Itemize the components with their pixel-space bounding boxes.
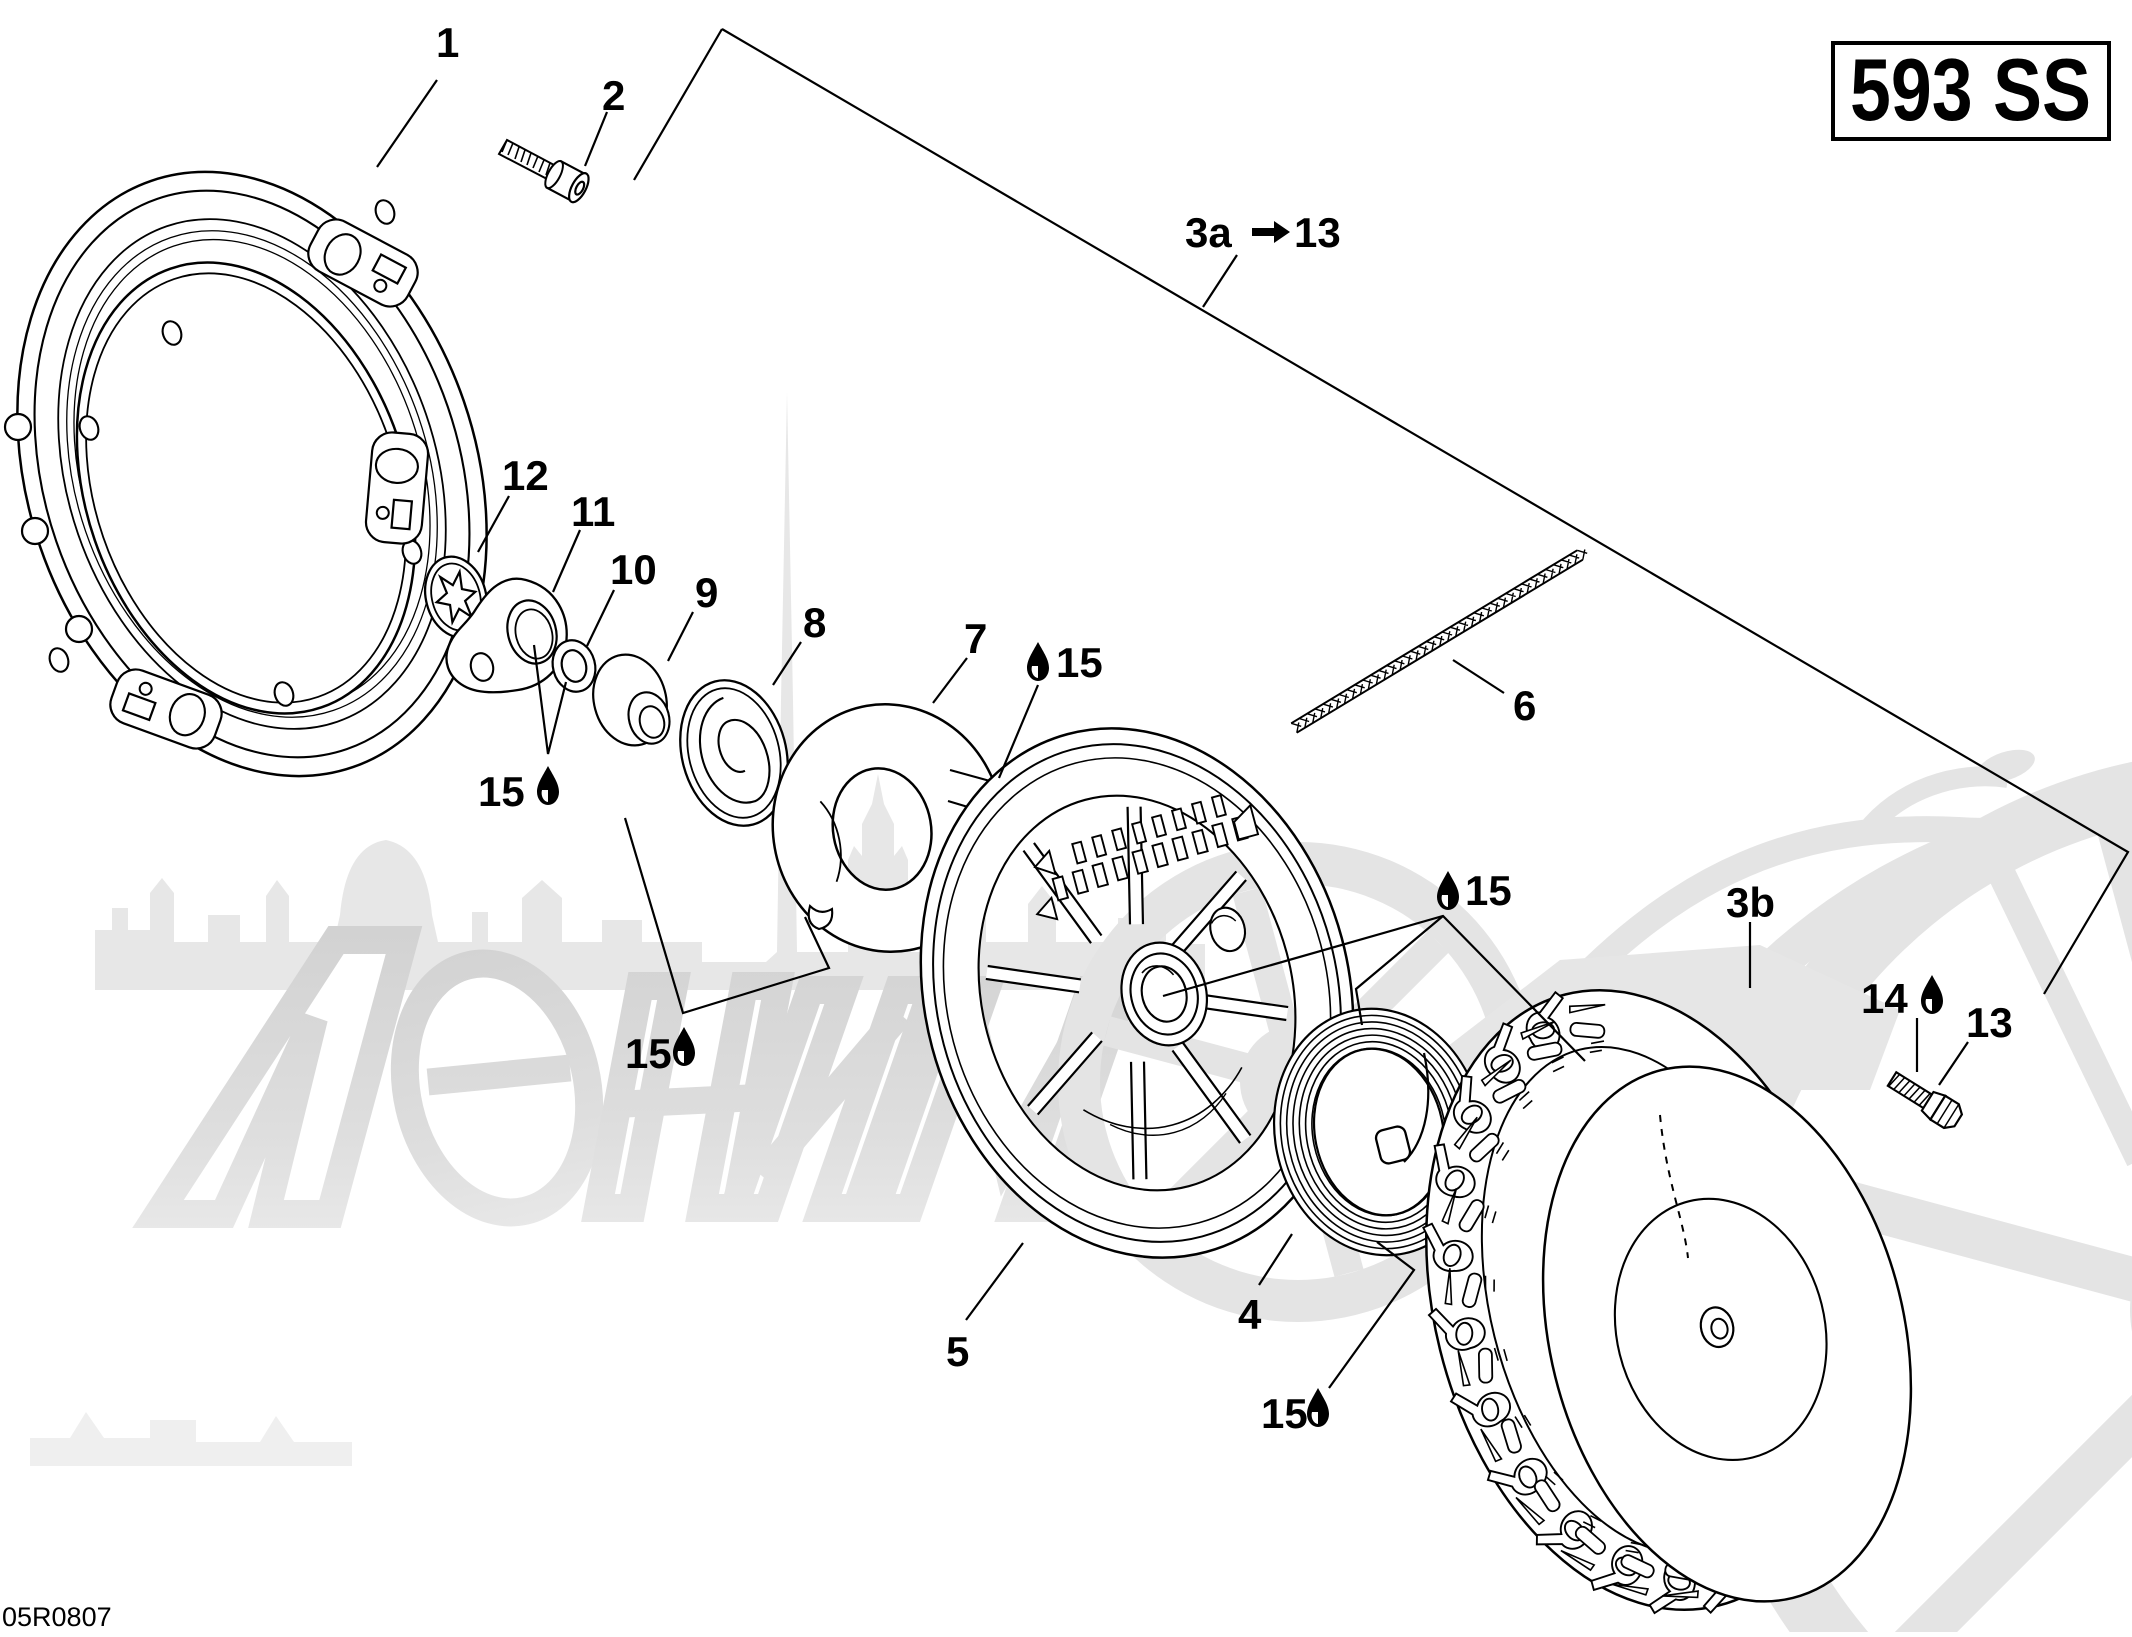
svg-text:12: 12 [502, 452, 549, 499]
svg-text:3b: 3b [1726, 879, 1775, 926]
svg-text:05R0807: 05R0807 [2, 1602, 112, 1632]
svg-text:4: 4 [1238, 1291, 1262, 1338]
svg-text:2: 2 [602, 72, 625, 119]
svg-text:15: 15 [478, 768, 525, 815]
svg-text:593 SS: 593 SS [1850, 40, 2091, 139]
svg-text:10: 10 [610, 546, 657, 593]
svg-text:1: 1 [436, 19, 459, 66]
svg-text:15: 15 [625, 1030, 672, 1077]
svg-text:11: 11 [571, 488, 615, 535]
svg-text:13: 13 [1966, 999, 2013, 1046]
svg-text:14: 14 [1861, 975, 1908, 1022]
svg-text:15: 15 [1465, 867, 1512, 914]
svg-text:8: 8 [803, 599, 826, 646]
svg-text:7: 7 [964, 615, 987, 662]
svg-text:3a: 3a [1185, 209, 1232, 256]
svg-text:9: 9 [695, 569, 718, 616]
svg-text:15: 15 [1261, 1390, 1308, 1437]
svg-text:13: 13 [1294, 209, 1341, 256]
svg-text:6: 6 [1513, 682, 1536, 729]
svg-text:5: 5 [946, 1328, 969, 1375]
svg-text:15: 15 [1056, 639, 1103, 686]
